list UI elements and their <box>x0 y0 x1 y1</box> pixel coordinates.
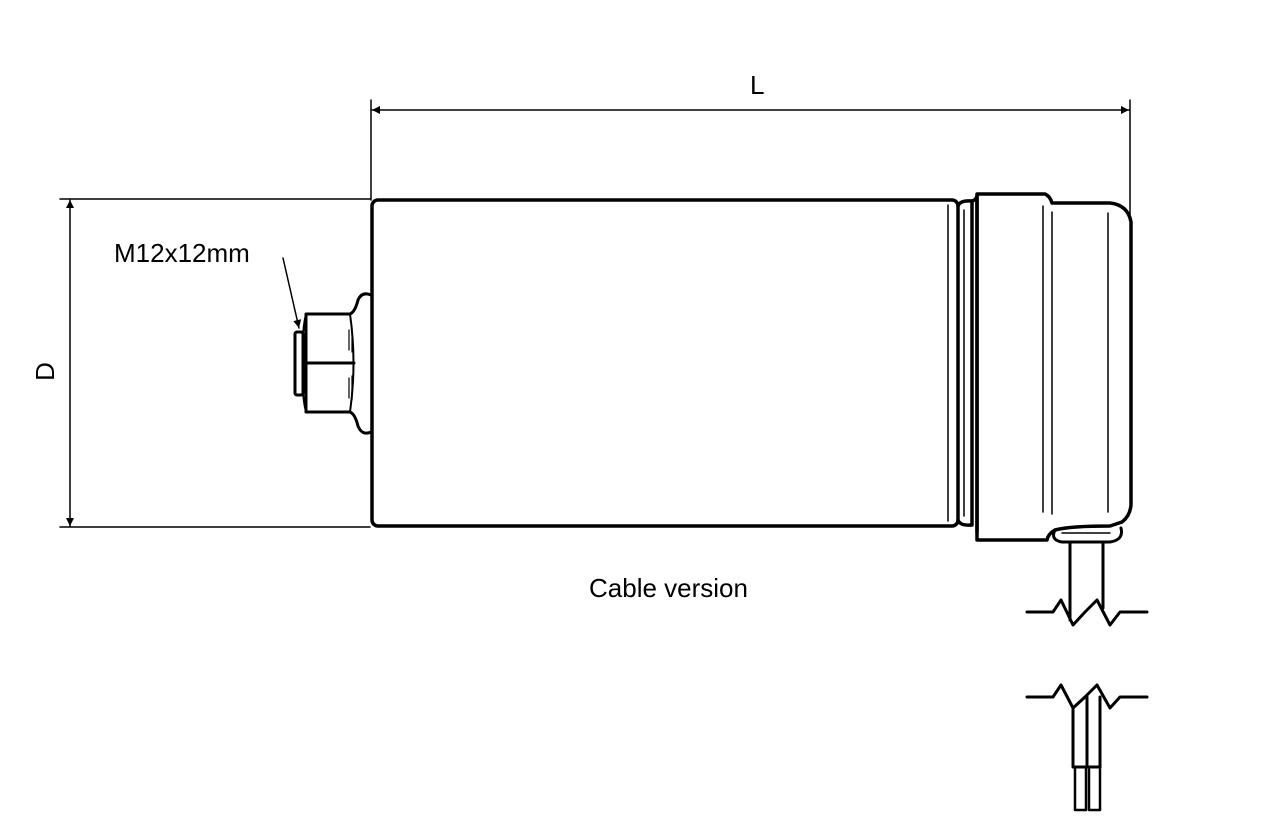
cable <box>1025 540 1149 812</box>
break-line-top <box>1025 598 1149 627</box>
thread-leader <box>282 257 302 329</box>
diameter-dimension <box>59 198 371 528</box>
length-label: L <box>750 70 765 100</box>
caption: Cable version <box>589 573 748 603</box>
thread-label: M12x12mm <box>114 238 250 268</box>
length-dimension <box>370 99 1131 216</box>
diameter-label: D <box>29 362 60 381</box>
capacitor-body <box>370 192 1133 544</box>
break-line-bottom <box>1025 683 1149 710</box>
threaded-stud <box>293 292 373 435</box>
